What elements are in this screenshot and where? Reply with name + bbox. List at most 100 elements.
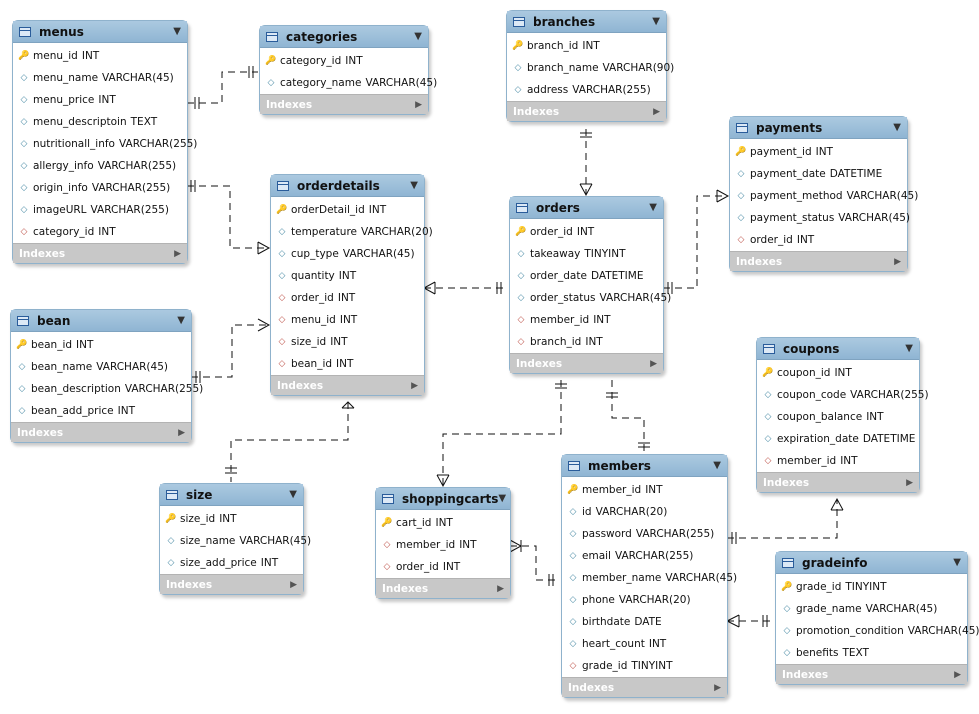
expand-arrow-icon[interactable]: ▶: [906, 477, 913, 488]
collapse-caret-icon[interactable]: ▼: [905, 343, 913, 354]
collapse-caret-icon[interactable]: ▼: [177, 315, 185, 326]
table-header[interactable]: gradeinfo▼: [776, 552, 967, 574]
indexes-section[interactable]: Indexes▶: [13, 243, 187, 263]
collapse-caret-icon[interactable]: ▼: [953, 557, 961, 568]
table-header[interactable]: categories▼: [260, 26, 428, 48]
collapse-caret-icon[interactable]: ▼: [652, 16, 660, 27]
expand-arrow-icon[interactable]: ▶: [653, 106, 660, 117]
indexes-section[interactable]: Indexes▶: [562, 677, 727, 697]
expand-arrow-icon[interactable]: ▶: [290, 579, 297, 590]
expand-arrow-icon[interactable]: ▶: [174, 248, 181, 259]
table-header[interactable]: payments▼: [730, 117, 907, 139]
expand-arrow-icon[interactable]: ▶: [954, 669, 961, 680]
indexes-section[interactable]: Indexes▶: [510, 353, 663, 373]
collapse-caret-icon[interactable]: ▼: [173, 26, 181, 37]
indexes-section[interactable]: Indexes▶: [376, 578, 510, 598]
table-header[interactable]: branches▼: [507, 11, 666, 33]
expand-arrow-icon[interactable]: ▶: [178, 427, 185, 438]
expand-arrow-icon[interactable]: ▶: [894, 256, 901, 267]
table-header[interactable]: members▼: [562, 455, 727, 477]
expand-arrow-icon[interactable]: ▶: [415, 99, 422, 110]
collapse-caret-icon[interactable]: ▼: [414, 31, 422, 42]
table-header[interactable]: size▼: [160, 484, 303, 506]
expand-arrow-icon[interactable]: ▶: [650, 358, 657, 369]
expand-arrow-icon[interactable]: ▶: [714, 682, 721, 693]
collapse-caret-icon[interactable]: ▼: [410, 180, 418, 191]
collapse-caret-icon[interactable]: ▼: [289, 489, 297, 500]
collapse-caret-icon[interactable]: ▼: [498, 493, 507, 504]
indexes-section[interactable]: Indexes▶: [730, 251, 907, 271]
indexes-section[interactable]: Indexes▶: [11, 422, 191, 442]
indexes-section[interactable]: Indexes▶: [507, 101, 666, 121]
table-header[interactable]: coupons▼: [757, 338, 919, 360]
collapse-caret-icon[interactable]: ▼: [713, 460, 721, 471]
table-header[interactable]: bean▼: [11, 310, 191, 332]
indexes-section[interactable]: Indexes▶: [271, 375, 424, 395]
